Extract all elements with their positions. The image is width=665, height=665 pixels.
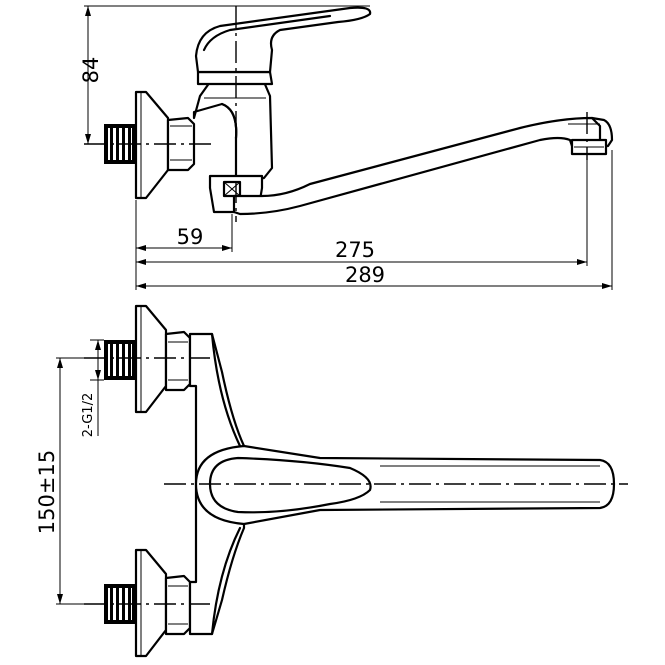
dimension-thread-label: 2-G1/2 xyxy=(81,393,96,437)
dimension-59-label: 59 xyxy=(177,225,204,249)
dimension-150: 150±15 xyxy=(35,357,104,605)
dimension-289-label: 289 xyxy=(345,263,385,287)
side-aerator xyxy=(570,138,608,156)
dimension-275: 275 xyxy=(136,156,588,266)
dimension-84-label: 84 xyxy=(79,57,103,84)
front-lower-nut xyxy=(164,574,192,636)
side-mixer-body xyxy=(192,70,274,184)
front-view: 2-G1/2 150±15 xyxy=(35,304,628,658)
front-upper-thread xyxy=(104,340,136,380)
front-upper-nut xyxy=(164,330,192,392)
dimension-275-label: 275 xyxy=(335,238,375,262)
dimension-150-label: 150±15 xyxy=(35,450,59,534)
dimension-84: 84 xyxy=(79,5,370,144)
dimension-59: 59 xyxy=(135,200,233,290)
side-handle-lever xyxy=(194,6,372,74)
dimension-thread: 2-G1/2 xyxy=(81,339,104,437)
front-lower-rosette xyxy=(134,548,168,658)
front-upper-rosette xyxy=(134,304,168,414)
side-wall-rosette xyxy=(134,90,170,200)
side-view: 84 59 275 289 xyxy=(79,5,614,290)
side-spout-tube xyxy=(232,116,614,216)
front-handle-lever xyxy=(194,444,616,526)
dimension-289: 289 xyxy=(136,150,613,290)
